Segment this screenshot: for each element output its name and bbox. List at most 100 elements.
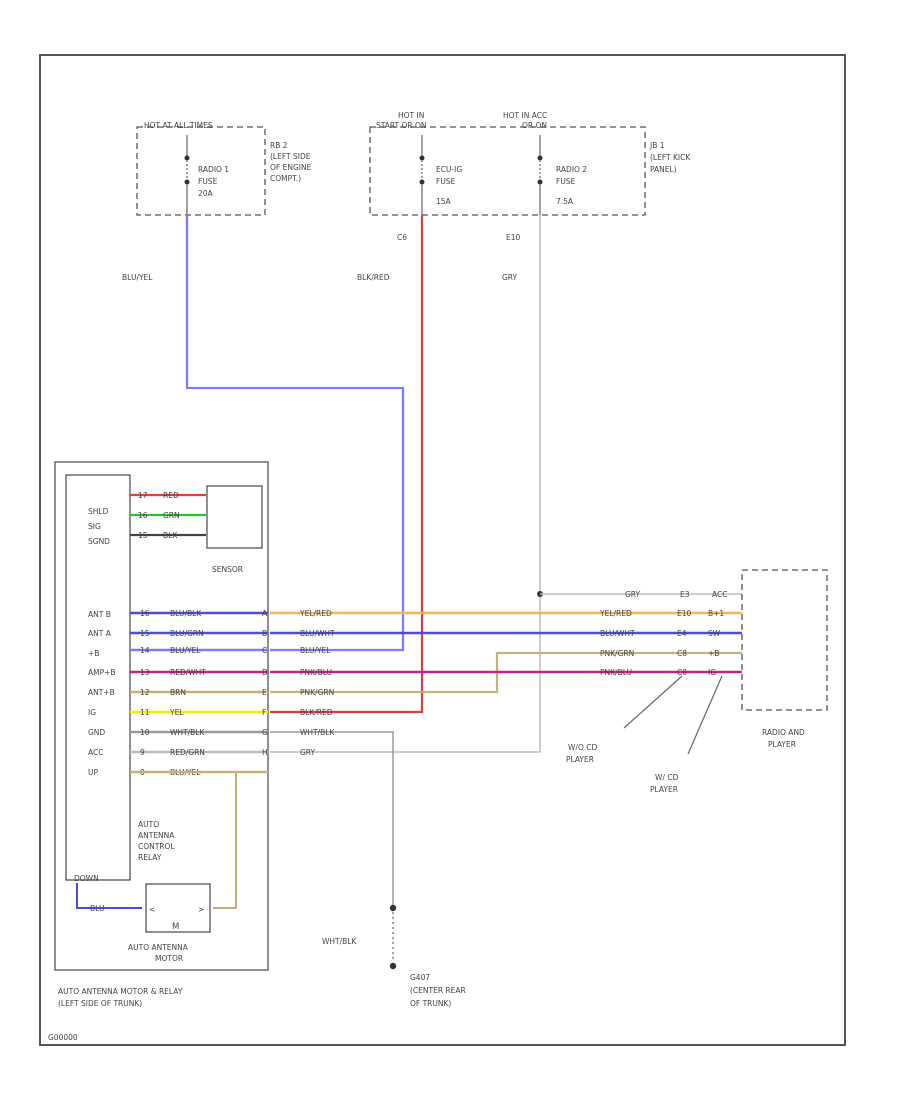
radio-acc-wire-label: GRY xyxy=(625,590,641,599)
motor-connector-right: > xyxy=(198,905,204,914)
relay-wire-left-label: YEL xyxy=(169,708,184,717)
rb2-label: RB 2 xyxy=(270,141,288,150)
radio-conn-label: C8 xyxy=(677,649,687,658)
radio-conn-label: E4 xyxy=(677,629,687,638)
relay-wire-mid-label: GRY xyxy=(300,748,316,757)
sensor-box xyxy=(206,485,263,549)
ground-label-2: (CENTER REAR xyxy=(410,986,466,995)
ground-wire-label: WHT/BLK xyxy=(322,937,357,946)
wire-wht-blk-ground xyxy=(270,731,394,905)
radio2-fuse xyxy=(537,135,543,215)
relay-pin-label: IG xyxy=(88,708,96,717)
jb1-label: JB 1 xyxy=(649,141,665,150)
motor-wire-down xyxy=(76,883,142,909)
relay-wire-mid-label: BLK/RED xyxy=(300,708,333,717)
radio-box xyxy=(741,569,828,711)
hot-in-acc-label: HOT IN ACC xyxy=(503,111,547,120)
relay-wire-mid-label: PNK/GRN xyxy=(300,688,334,697)
relay-wire-left-label: WHT/BLK xyxy=(170,728,205,737)
radio-label-2: PLAYER xyxy=(768,740,796,749)
relay-conn-pin: B xyxy=(262,629,267,638)
relay-control-label-2: ANTENNA xyxy=(138,831,175,840)
relay-pin-label: UP xyxy=(88,768,98,777)
sensor-wire-label: RED xyxy=(163,491,179,500)
relay-pin-label: ACC xyxy=(88,748,103,757)
relay-wire-pin: 10 xyxy=(140,728,150,737)
rb2-label-2: (LEFT SIDE xyxy=(270,152,311,161)
relay-wire-pin: 14 xyxy=(140,646,150,655)
connector-e10-label: E10 xyxy=(506,233,521,242)
radio2-fuse-label-2: FUSE xyxy=(556,177,576,186)
leader-wo-cd xyxy=(623,675,683,729)
radio-acc-pin-label: ACC xyxy=(712,590,727,599)
rb2-fuse-box xyxy=(136,126,266,216)
sensor-label: SENSOR xyxy=(212,565,243,574)
motor-label: AUTO ANTENNA xyxy=(128,943,189,952)
ground-upper-dot xyxy=(389,904,397,912)
motor-label-2: MOTOR xyxy=(155,954,183,963)
hot-at-all-times-label: HOT AT ALL TIMES xyxy=(144,121,213,130)
radio-pin-label: SW xyxy=(708,629,721,638)
radio-pin-label: +B xyxy=(708,649,719,658)
ground-lower-dot xyxy=(389,962,397,970)
radio-pin-label: IG xyxy=(708,668,716,677)
radio1-fuse-rating: 20A xyxy=(198,189,214,198)
relay-wire-left-label: RED/GRN xyxy=(170,748,205,757)
wire-blu-yel-label: BLU/YEL xyxy=(122,273,153,282)
relay-wire-pin: 12 xyxy=(140,688,150,697)
radio-wire-label: PNK/BLU xyxy=(600,668,632,677)
radio-label: RADIO AND xyxy=(762,728,805,737)
relay-control-label-4: RELAY xyxy=(138,853,162,862)
relay-wire-mid-label: BLU/YEL xyxy=(300,646,331,655)
relay-conn-pin: A xyxy=(262,609,268,618)
relay-conn-pin: H xyxy=(262,748,268,757)
wire-blk-red-feed xyxy=(270,215,424,714)
relay-wire-pin: 16 xyxy=(140,609,150,618)
radio2-fuse-label: RADIO 2 xyxy=(556,165,587,174)
sensor-wire-label: GRN xyxy=(163,511,180,520)
wo-cd-player-label: W/O CD xyxy=(568,743,597,752)
relay-wire-pin: 11 xyxy=(140,708,150,717)
ecu-ig-fuse-label-2: FUSE xyxy=(436,177,456,186)
relay-conn-pin: F xyxy=(262,708,266,717)
motor-connector-left: < xyxy=(149,905,155,914)
motor-wire-left-label: BLU xyxy=(90,904,104,913)
sensor-pin-num: 15 xyxy=(138,531,148,540)
radio1-fuse-label: RADIO 1 xyxy=(198,165,229,174)
ecu-ig-fuse-rating: 15A xyxy=(436,197,452,206)
relay-wire-pin: 13 xyxy=(140,668,150,677)
radio-conn-label: C8 xyxy=(677,668,687,677)
motor-wire-up xyxy=(140,771,237,909)
relay-wire-left-label: BLU/GRN xyxy=(170,629,204,638)
sensor-pin-num: 17 xyxy=(138,491,148,500)
relay-pin-label: SHLD xyxy=(88,507,109,516)
leader-w-cd xyxy=(687,675,723,755)
relay-wire-pin: 15 xyxy=(140,629,150,638)
relay-pin-label: SGND xyxy=(88,537,110,546)
radio-wire-label: PNK/GRN xyxy=(600,649,634,658)
wire-gry-feed xyxy=(270,215,541,753)
radio1-fuse-label-2: FUSE xyxy=(198,177,218,186)
sensor-wire-label: BLK xyxy=(163,531,178,540)
radio-pin-label: B+1 xyxy=(708,609,724,618)
ecu-ig-fuse-label: ECU-IG xyxy=(436,165,462,174)
wo-cd-player-label-2: PLAYER xyxy=(566,755,594,764)
rb2-label-4: COMPT.) xyxy=(270,174,301,183)
relay-wire-left-label: BRN xyxy=(170,688,186,697)
ecu-ig-fuse xyxy=(419,135,425,215)
relay-pin-label: +B xyxy=(88,649,99,658)
relay-pin-label: ANT A xyxy=(88,629,112,638)
relay-wire-mid-label: WHT/BLK xyxy=(300,728,335,737)
radio2-fuse-rating: 7.5A xyxy=(556,197,574,206)
w-cd-player-label-2: PLAYER xyxy=(650,785,678,794)
radio1-fuse xyxy=(184,135,190,215)
jb1-label-3: PANEL) xyxy=(650,165,677,174)
relay-assembly-box xyxy=(54,461,269,971)
relay-wire-mid-label: PNK/BLU xyxy=(300,668,332,677)
radio-wire-label: BLU/WHT xyxy=(600,629,635,638)
jb1-fuse-box xyxy=(369,126,646,216)
relay-wire-pin: 9 xyxy=(140,748,145,757)
